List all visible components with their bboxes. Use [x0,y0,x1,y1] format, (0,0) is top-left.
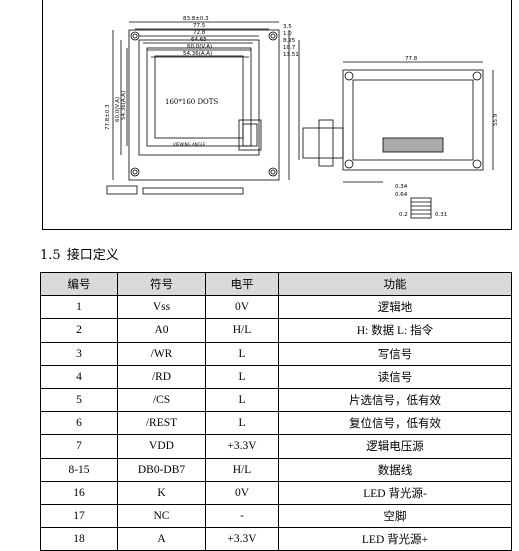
cell-func: 逻辑地 [278,295,512,320]
cell-level: L [205,341,279,366]
svg-text:0.34: 0.34 [395,184,408,190]
cell-sym: /CS [117,387,206,413]
svg-text:77.5: 77.5 [193,23,206,29]
cell-func: H: 数据 L: 指令 [278,318,512,343]
cell-func: 复位信号，低有效 [278,411,512,436]
header-symbol: 符号 [117,271,206,297]
cell-sym: VDD [117,434,206,459]
cell-sym: DB0-DB7 [117,457,206,482]
svg-text:60.0(V.A): 60.0(V.A) [187,44,212,50]
cell-no: 7 [40,434,118,459]
svg-text:3.5: 3.5 [283,24,292,30]
svg-text:0.2: 0.2 [399,212,408,218]
cell-no: 1 [40,295,118,320]
section-number: 1.5 [40,248,61,263]
cell-no: 16 [40,480,118,505]
cell-func: 写信号 [278,341,512,366]
cell-level: +3.3V [205,434,279,459]
header-number: 编号 [40,271,118,297]
cell-func: 数据线 [278,457,512,482]
cell-no: 5 [40,387,118,413]
cell-func: 读信号 [278,364,512,389]
header-level: 电平 [205,271,279,297]
svg-text:64.65: 64.65 [191,37,207,43]
svg-text:0.64: 0.64 [395,192,408,198]
header-function: 功能 [278,271,512,297]
module-outline [128,29,280,181]
cell-no: 6 [40,411,118,436]
active-area [146,47,252,147]
section-title: 接口定义 [66,248,119,263]
table-header-row: 编号 符号 电平 功能 [40,271,512,297]
mechanical-drawing: 83.8±0.3 77.5 72.8 64.65 60.0(V.A) 54.36… [42,0,512,230]
cell-no: 4 [40,364,118,389]
viewing-angle-label: VIEWING ANGLE [173,142,206,147]
side-view [342,69,484,171]
cell-sym: A0 [117,318,206,343]
cell-level: L [205,364,279,389]
viewing-area [138,39,260,156]
cut-off-text-line [40,536,512,542]
cell-sym: Vss [117,295,206,320]
cell-level: L [205,387,279,413]
cell-func: 片选信号，低有效 [278,387,512,413]
side-height-dim: 55.9 [493,113,499,126]
svg-text:8.25: 8.25 [283,38,296,44]
cell-no: 17 [40,503,118,529]
svg-text:13.51: 13.51 [283,52,299,58]
svg-text:72.8: 72.8 [193,30,206,36]
svg-text:77.8±0.3: 77.8±0.3 [105,104,111,130]
svg-text:54.36(A.A): 54.36(A.A) [183,51,212,57]
cell-level: 0V [205,295,279,320]
cell-sym: /RD [117,364,206,389]
cell-no: 8-15 [40,457,118,482]
svg-text:60.0(V.A): 60.0(V.A) [115,97,121,122]
svg-text:0.31: 0.31 [435,212,447,218]
cell-no: 2 [40,318,118,343]
svg-text:54.36(A.A): 54.36(A.A) [121,91,127,120]
dim-total-width: 83.8±0.3 [183,16,209,22]
section-heading: 1.5 接口定义 [40,244,119,263]
cell-func: 逻辑电压源 [278,434,512,459]
drawing-svg: 83.8±0.3 77.5 72.8 64.65 60.0(V.A) 54.36… [105,16,499,219]
side-width-dim: 77.8 [405,56,418,62]
cell-func: LED 背光源- [278,480,512,505]
cell-sym: K [117,480,206,505]
cell-sym: /REST [117,411,206,436]
cell-level: - [205,503,279,529]
cell-level: H/L [205,318,279,343]
cell-sym: NC [117,503,206,529]
cell-level: H/L [205,457,279,482]
cell-level: L [205,411,279,436]
cell-no: 3 [40,341,118,366]
cell-sym: /WR [117,341,206,366]
cell-func: 空脚 [278,503,512,529]
cell-level: 0V [205,480,279,505]
svg-text:1.0: 1.0 [283,31,292,37]
svg-text:10.7: 10.7 [283,45,296,51]
dots-label: 160*160 DOTS [165,98,218,106]
